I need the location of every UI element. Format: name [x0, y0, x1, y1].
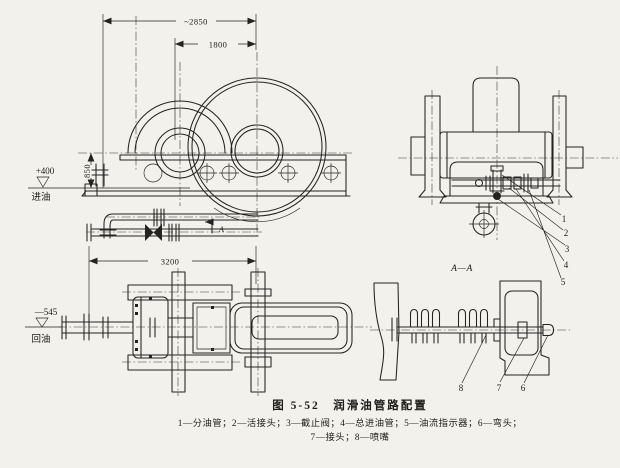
trunnion-neck-lines: [168, 318, 193, 337]
stop-valve-symbol: [145, 224, 162, 241]
dim-2850-label: ~2850: [184, 17, 208, 27]
elbow-block: [531, 178, 538, 188]
mill-head-channel: [500, 281, 549, 375]
trunnion-inner: [235, 129, 279, 173]
callout-2: 2: [564, 228, 569, 238]
callout-leaders-1-5: [498, 175, 565, 278]
pinion-housing-arcs: [128, 101, 232, 153]
lower-flange-cross: [469, 210, 499, 238]
mid-bearing-block: [193, 303, 230, 353]
inlet-riser-collar-bottom: [245, 357, 271, 367]
flow-indicator-body: [503, 177, 511, 189]
trunnion-outer: [231, 125, 283, 177]
branch-pipe: [490, 166, 504, 193]
callout-leaders-6-8: [462, 335, 548, 383]
pipe-end-elbow: [543, 325, 554, 336]
upper-header-pipe: [128, 285, 232, 300]
plan-centerlines: [58, 268, 372, 396]
mill-cylinder: [473, 78, 519, 132]
pipe-joint: [518, 322, 527, 338]
left-support-plate: [419, 96, 446, 197]
nozzles: [411, 310, 488, 344]
inlet-elevation-label: +400: [36, 166, 55, 176]
return-elevation-label: —545: [34, 307, 58, 317]
callout-8: 8: [459, 383, 464, 393]
section-cut-label: A: [218, 225, 224, 234]
return-pipe: [62, 322, 133, 333]
bedplate: [82, 155, 350, 196]
figure-title: 图 5-52 润滑油管路配置: [272, 400, 428, 412]
pinion-outer: [155, 128, 205, 178]
mid-bearing-inner: [197, 307, 226, 349]
distribution-piping: [452, 180, 560, 186]
cross-pipe-1: [172, 272, 185, 392]
return-pipe-flanges: [62, 314, 155, 340]
return-name-label: 回油: [31, 333, 50, 345]
shell-lower-arc: [214, 208, 300, 222]
mill-head-channel-inner: [505, 291, 538, 355]
inlet-riser-collar-top: [245, 289, 271, 296]
inlet-level-triangle-icon: [37, 177, 49, 187]
dim-3200-label: 3200: [161, 257, 180, 267]
wall-pass-flanges: [494, 319, 500, 341]
callout-7: 7: [497, 383, 502, 393]
inlet-name-label: 进油: [31, 191, 50, 203]
bearing-end-caps: [447, 132, 545, 178]
pinion-inner: [161, 134, 199, 172]
callout-5: 5: [561, 277, 566, 287]
end-centerlines: [398, 66, 618, 240]
side-centerlines: [78, 16, 352, 236]
callout-3: 3: [565, 244, 570, 254]
section-title: A—A: [450, 264, 473, 274]
section-a-a-view: A—A 8 7 6: [370, 264, 570, 393]
shell-outline-mid: [235, 307, 347, 349]
shell-outline-inner: [252, 316, 338, 339]
callout-1: 1: [562, 214, 567, 224]
side-elevation-view: A: [78, 16, 352, 241]
figure-caption: 图 5-52 润滑油管路配置 1—分油管；2—活接头；3—截止阀；4—总进油管；…: [140, 397, 560, 443]
upper-pipe-flange: [154, 209, 164, 226]
gear-rim-inner: [192, 82, 322, 212]
shell-outline-outer: [230, 303, 352, 353]
callout-6: 6: [521, 383, 526, 393]
lower-pipe-flange: [169, 224, 179, 241]
end-elevation-view: 1 2 3 4 5: [398, 66, 618, 287]
guard-plate-section: [374, 283, 399, 380]
callout-4: 4: [564, 260, 569, 270]
union-nut: [476, 180, 483, 187]
frame-hole: [144, 164, 162, 182]
plan-view: [58, 268, 372, 396]
extension-lines: [89, 14, 256, 316]
level-marks: +400 进油 —545 回油: [25, 166, 190, 345]
inlet-downpipe: [85, 164, 108, 196]
right-support-plate: [547, 96, 572, 197]
lower-header-pipe: [128, 355, 232, 370]
dimension-annotations: ~2850 1800 850 3200: [82, 14, 256, 316]
lower-oil-pipe: [87, 224, 258, 241]
return-level-triangle-icon: [36, 318, 48, 327]
upper-oil-pipe: [100, 214, 258, 238]
figure-legend-line1: 1—分油管；2—活接头；3—截止阀；4—总进油管；5—油流指示器；6—弯头；: [177, 419, 523, 429]
bolt-holes: [197, 163, 341, 183]
figure-legend-line2: 7—接头；8—喷嘴: [310, 433, 390, 443]
dim-850-label: 850: [82, 164, 92, 178]
right-shaft-stub: [566, 147, 583, 168]
cross-pipe-2: [251, 272, 265, 392]
lower-flange-pipe: [476, 203, 492, 213]
pipe-fittings: [486, 174, 528, 192]
drain-ball: [493, 192, 501, 200]
dim-1800-label: 1800: [209, 40, 228, 50]
gear-rim-outer: [188, 78, 326, 216]
left-shaft-stub: [411, 137, 425, 175]
